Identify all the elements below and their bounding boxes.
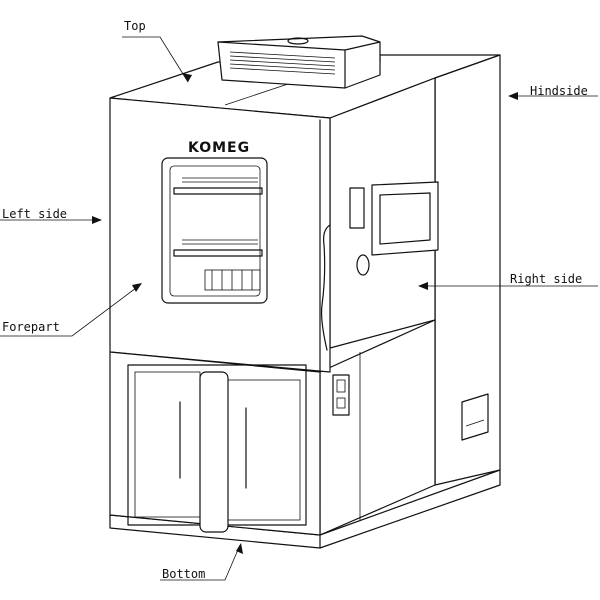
- label-forepart: Forepart: [2, 320, 60, 334]
- label-hindside: Hindside: [530, 84, 588, 98]
- label-left-side: Left side: [2, 207, 67, 221]
- label-bottom: Bottom: [162, 567, 205, 581]
- top-port: [287, 37, 309, 45]
- shelf: [173, 177, 263, 195]
- leader-bottom: [160, 544, 241, 581]
- front-door: KOMEG: [109, 97, 331, 373]
- top-unit-vents: [229, 51, 336, 75]
- lower-cabinet: [109, 351, 350, 536]
- control-panel: [349, 181, 439, 276]
- door-handle: [320, 224, 331, 351]
- cable-port: [349, 187, 365, 229]
- label-top: Top: [124, 19, 146, 33]
- shelf: [173, 239, 263, 257]
- leader-lines: [0, 36, 598, 581]
- leader-top: [122, 36, 189, 83]
- viewing-window: [161, 157, 268, 304]
- rear-section: [434, 54, 501, 486]
- brand-logo: KOMEG: [188, 140, 250, 156]
- labels: Top Hindside Left side Right side Forepa…: [2, 19, 588, 581]
- touch-screen: [379, 192, 431, 245]
- top-unit: [217, 35, 381, 89]
- rear-vent: [461, 393, 489, 441]
- center-pillar: [199, 371, 229, 533]
- label-right-side: Right side: [510, 272, 582, 286]
- test-hole: [356, 254, 370, 276]
- power-switch: [332, 374, 350, 416]
- leader-forepart: [0, 284, 141, 337]
- chamber-heater-rack: [204, 269, 261, 291]
